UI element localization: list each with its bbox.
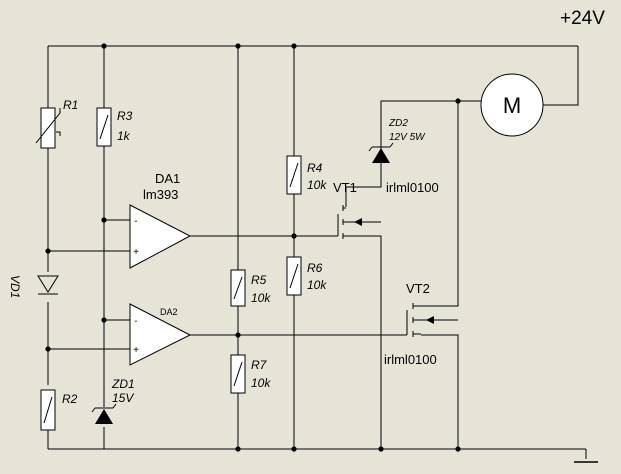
da1-minus-pin: - [134,216,138,227]
resistor-r4: R4 10k [286,155,327,195]
r5-value: 10k [251,291,271,305]
motor-label: M [503,93,521,118]
wires [47,45,587,459]
resistor-r2: R2 [40,389,78,431]
r7-value: 10k [251,376,271,390]
comparator-da2: - + DA2 [129,303,192,366]
vt1-ref: VT1 [333,180,357,195]
vt1-part: irlml0100 [386,180,439,195]
da1-part: lm393 [143,187,178,202]
da2-ref: DA2 [160,307,178,317]
resistor-r7: R7 10k [230,354,271,394]
r6-ref: R6 [307,261,323,275]
r3-value: 1k [117,129,131,143]
r4-ref: R4 [307,161,323,175]
resistor-r3: R3 1k [96,107,133,147]
r2-ref: R2 [62,392,78,406]
da1-plus-pin: + [133,247,139,258]
r4-value: 10k [307,178,327,192]
vt2-ref: VT2 [406,281,430,296]
da2-minus-pin: - [134,316,138,327]
mosfet-vt1: VT1 irlml0100 [333,180,439,239]
da1-ref: DA1 [155,171,180,186]
r3-ref: R3 [117,109,133,123]
zener-zd2: ZD2 12V 5W [368,118,426,163]
resistor-r6: R6 10k [286,256,327,296]
zd2-ref: ZD2 [388,118,408,129]
resistor-r5: R5 10k [230,269,271,307]
zd1-ref: ZD1 [111,377,135,391]
supply-label: +24V [560,8,605,29]
r7-ref: R7 [251,358,268,372]
motor: M [480,73,544,137]
zd1-value: 15V [112,391,134,405]
r5-ref: R5 [251,273,267,287]
mosfet-vt2: VT2 irlml0100 [384,281,458,367]
comparator-da1: - + DA1 lm393 [129,171,192,269]
r6-value: 10k [307,278,327,292]
r1-ref: R1 [63,98,78,112]
zd2-value: 12V 5W [389,132,426,143]
thermistor-r1: R1 [35,98,78,149]
junction-dots [45,43,461,452]
vd1-ref: VD1 [8,275,22,298]
da2-plus-pin: + [133,345,139,356]
vt2-part: irlml0100 [384,352,437,367]
zener-zd1: ZD1 15V [91,377,135,424]
diode-vd1: VD1 [8,275,59,298]
